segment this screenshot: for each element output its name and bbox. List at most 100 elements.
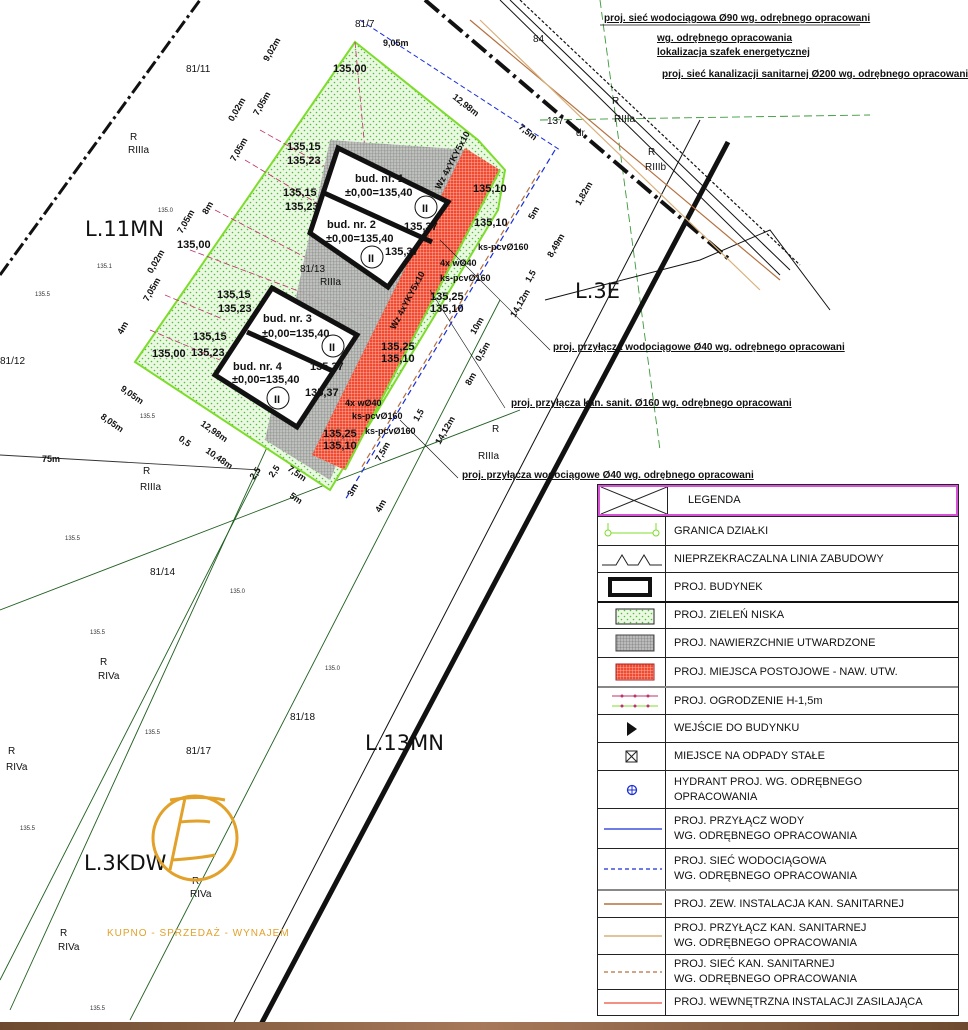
svg-text:0,02m: 0,02m xyxy=(145,248,166,275)
road-edge xyxy=(229,0,831,1030)
svg-text:4m: 4m xyxy=(115,320,130,336)
svg-text:14,12m: 14,12m xyxy=(508,288,532,319)
svg-text:2,5: 2,5 xyxy=(247,465,262,481)
svg-text:2,5: 2,5 xyxy=(266,463,281,479)
svg-text:dr: dr xyxy=(576,128,586,139)
svg-text:proj. sieć kanalizacji sanitar: proj. sieć kanalizacji sanitarnej Ø200 w… xyxy=(662,69,968,80)
svg-text:135.5: 135.5 xyxy=(90,630,106,636)
svg-text:R: R xyxy=(192,876,199,887)
legend-item: PROJ. OGRODZENIE H-1,5m xyxy=(598,686,958,714)
plot-boundary-icon xyxy=(598,517,666,545)
legend: LEGENDA GRANICA DZIAŁKI NIEPRZEKRACZALNA… xyxy=(597,484,959,1016)
ext-sewer-icon xyxy=(598,891,666,917)
svg-text:8,05m: 8,05m xyxy=(99,411,126,434)
building-1-level: ±0,00=135,40 xyxy=(345,187,413,199)
boundary-line xyxy=(0,0,202,276)
svg-text:81/14: 81/14 xyxy=(150,567,175,578)
fence-icon xyxy=(598,688,666,714)
paved-surface-icon xyxy=(598,629,666,657)
svg-text:ks-pcvØ160: ks-pcvØ160 xyxy=(365,426,416,436)
svg-text:0,02m: 0,02m xyxy=(226,96,247,123)
svg-text:RIIIa: RIIIa xyxy=(614,114,636,125)
svg-text:135,23: 135,23 xyxy=(191,347,225,359)
svg-text:RIVa: RIVa xyxy=(6,762,28,773)
svg-text:135,15: 135,15 xyxy=(283,187,317,199)
svg-text:135.0: 135.0 xyxy=(325,666,341,672)
svg-text:135,15: 135,15 xyxy=(193,331,227,343)
svg-text:135,10: 135,10 xyxy=(323,440,357,452)
logo-tagline: KUPNO - SPRZEDAŻ - WYNAJEM xyxy=(107,928,290,939)
svg-text:ks-pcvØ160: ks-pcvØ160 xyxy=(440,273,491,283)
svg-text:0,5: 0,5 xyxy=(177,433,193,448)
svg-text:R: R xyxy=(492,424,499,435)
svg-text:9,02m: 9,02m xyxy=(261,36,282,63)
svg-text:135,10: 135,10 xyxy=(474,217,508,229)
legend-item: PROJ. ZEW. INSTALACJA KAN. SANITARNEJ xyxy=(598,889,958,917)
svg-text:8m: 8m xyxy=(463,371,478,387)
svg-text:81/7: 81/7 xyxy=(355,19,375,30)
svg-text:135.5: 135.5 xyxy=(140,414,156,420)
svg-text:135,10: 135,10 xyxy=(381,353,415,365)
svg-text:5m: 5m xyxy=(526,205,541,221)
svg-text:9,05m: 9,05m xyxy=(383,38,409,48)
svg-text:7,5m: 7,5m xyxy=(373,440,392,463)
svg-text:proj. sieć wodociągowa Ø90 wg.: proj. sieć wodociągowa Ø90 wg. odrębnego… xyxy=(604,13,870,24)
svg-text:81/17: 81/17 xyxy=(186,746,211,757)
svg-text:ks-pcvØ160: ks-pcvØ160 xyxy=(478,242,529,252)
svg-text:135,37: 135,37 xyxy=(310,361,344,373)
svg-text:135.5: 135.5 xyxy=(65,536,81,542)
parking-icon xyxy=(598,658,666,686)
parcel-numbers: 81/11 81/7 84 137 81/13 81/12 81/14 81/1… xyxy=(0,19,564,757)
svg-text:8m: 8m xyxy=(200,200,215,216)
svg-text:135,10: 135,10 xyxy=(430,303,464,315)
building-1-name: bud. nr. 1 xyxy=(355,173,404,185)
svg-text:0,5m: 0,5m xyxy=(473,340,492,363)
svg-text:135,10: 135,10 xyxy=(473,183,507,195)
bottom-strip xyxy=(0,1022,968,1030)
svg-text:4m: 4m xyxy=(373,498,388,514)
svg-text:81/18: 81/18 xyxy=(290,712,315,723)
svg-text:R: R xyxy=(8,746,15,757)
annotations: proj. sieć wodociągowa Ø90 wg. odrębnego… xyxy=(399,13,968,481)
svg-text:14,12m: 14,12m xyxy=(433,415,457,446)
zone-l3e: L.3E xyxy=(575,279,620,303)
svg-text:RIVa: RIVa xyxy=(190,889,212,900)
svg-text:135.5: 135.5 xyxy=(35,292,51,298)
legend-cross-icon xyxy=(600,487,668,514)
legend-item: WEJŚCIE DO BUDYNKU xyxy=(598,714,958,742)
svg-text:1,5: 1,5 xyxy=(523,268,538,284)
legend-item: PROJ. BUDYNEK xyxy=(598,572,958,601)
zone-l13mn: L.13MN xyxy=(365,731,444,755)
svg-text:135.5: 135.5 xyxy=(90,1006,106,1012)
svg-text:R: R xyxy=(60,928,67,939)
svg-text:135,25: 135,25 xyxy=(430,291,464,303)
svg-text:4x wØ40: 4x wØ40 xyxy=(345,398,382,408)
parking-area xyxy=(312,148,500,470)
building-1-floors: II xyxy=(422,203,428,215)
svg-text:7,5m: 7,5m xyxy=(517,122,539,143)
svg-text:7,05m: 7,05m xyxy=(228,136,249,163)
entrance-icon xyxy=(598,715,666,742)
svg-text:R: R xyxy=(612,96,619,107)
svg-text:135,37: 135,37 xyxy=(305,387,339,399)
svg-text:75m: 75m xyxy=(42,454,60,464)
svg-text:135,23: 135,23 xyxy=(218,303,252,315)
power-line-icon xyxy=(598,990,666,1015)
building-4-level: ±0,00=135,40 xyxy=(232,374,300,386)
building-line-icon xyxy=(598,546,666,572)
building-pair-1-2 xyxy=(307,144,452,291)
svg-text:ks-pcvØ160: ks-pcvØ160 xyxy=(352,411,403,421)
svg-text:RIIIa: RIIIa xyxy=(320,277,342,288)
svg-text:RIIIa: RIIIa xyxy=(478,451,500,462)
svg-text:84: 84 xyxy=(533,34,545,45)
company-logo xyxy=(151,794,239,882)
building-icon xyxy=(598,573,666,601)
svg-text:RIIIb: RIIIb xyxy=(645,162,667,173)
svg-text:137: 137 xyxy=(547,116,564,127)
